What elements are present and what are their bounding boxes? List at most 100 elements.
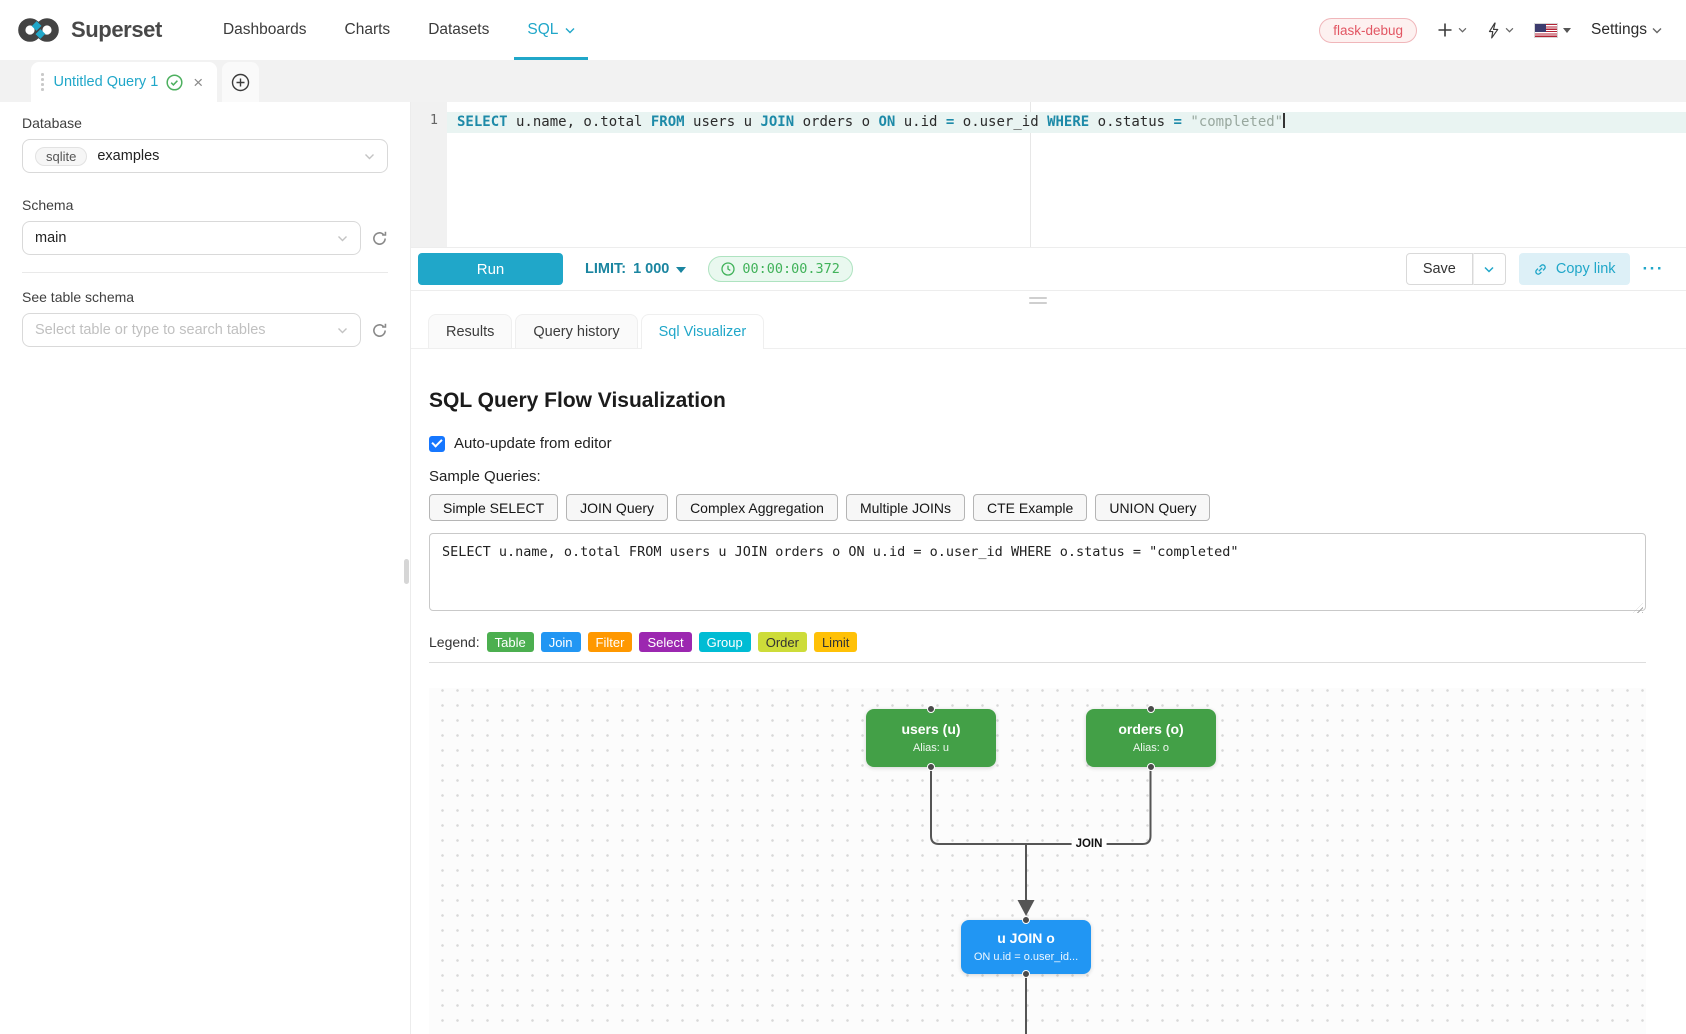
schema-label: Schema <box>22 197 74 213</box>
navbar-right: flask-debug Settings <box>1319 17 1686 43</box>
sqllab-sidebar: Database sqlite examples Schema main See… <box>0 102 411 1034</box>
table-select-placeholder: Select table or type to search tables <box>35 322 266 338</box>
superset-logo[interactable]: Superset <box>16 15 162 45</box>
nav-charts[interactable]: Charts <box>344 21 391 38</box>
close-icon[interactable]: × <box>193 72 204 92</box>
caret-down-icon <box>676 267 687 273</box>
editor-print-margin <box>1030 102 1031 247</box>
settings-menu[interactable]: Settings <box>1591 21 1662 39</box>
environment-badge: flask-debug <box>1319 17 1417 43</box>
flow-edges <box>930 767 1152 1034</box>
more-actions-button[interactable]: ··· <box>1642 259 1664 278</box>
brand-name: Superset <box>71 17 162 42</box>
node-handle-bottom[interactable] <box>1022 970 1030 978</box>
clock-icon <box>721 262 736 276</box>
editor-gutter: 1 <box>411 102 447 247</box>
legend-chip-select: Select <box>639 632 692 652</box>
query-tabstrip: Untitled Query 1 × <box>0 60 1686 102</box>
table-select[interactable]: Select table or type to search tables <box>22 313 361 347</box>
node-subtitle: Alias: o <box>1132 742 1170 754</box>
chevron-down-icon <box>337 235 348 242</box>
tab-sql-visualizer[interactable]: Sql Visualizer <box>640 314 765 349</box>
section-divider <box>429 662 1646 663</box>
sidebar-resize-handle[interactable] <box>404 559 409 584</box>
drag-handle-icon[interactable] <box>41 73 44 91</box>
results-pane: Results Query history Sql Visualizer SQL… <box>411 290 1686 1034</box>
query-search-menu[interactable] <box>1487 21 1514 39</box>
nav-dashboards[interactable]: Dashboards <box>222 21 307 38</box>
node-title: u JOIN o <box>997 930 1055 946</box>
sample-cte-example-button[interactable]: CTE Example <box>972 494 1088 521</box>
language-picker[interactable] <box>1533 22 1571 38</box>
legend-row: Legend: Table Join Filter Select Group O… <box>429 632 1686 652</box>
node-handle-bottom[interactable] <box>927 763 935 771</box>
run-button[interactable]: Run <box>418 253 563 285</box>
auto-update-label: Auto-update from editor <box>454 435 612 452</box>
legend-chip-table: Table <box>486 632 534 652</box>
copy-link-label: Copy link <box>1555 261 1616 277</box>
chevron-down-icon <box>364 153 375 160</box>
sample-queries-label: Sample Queries: <box>429 468 541 485</box>
sql-code-line[interactable]: SELECT u.name, o.total FROM users u JOIN… <box>457 113 1285 130</box>
nav-datasets[interactable]: Datasets <box>428 21 490 38</box>
copy-link-button[interactable]: Copy link <box>1518 253 1630 285</box>
editor-active-line-highlight <box>447 112 1686 133</box>
legend-chip-join: Join <box>540 632 581 652</box>
us-flag-icon <box>1533 22 1558 38</box>
chevron-down-icon <box>1484 266 1494 273</box>
sql-visualizer-panel: SQL Query Flow Visualization Auto-update… <box>411 389 1686 1034</box>
legend-chip-limit: Limit <box>813 632 858 652</box>
sample-join-query-button[interactable]: JOIN Query <box>566 494 669 521</box>
text-cursor <box>1283 113 1285 128</box>
table-schema-label: See table schema <box>22 289 135 305</box>
sidebar-divider <box>22 272 388 273</box>
refresh-tables-icon[interactable] <box>371 322 388 339</box>
nav-sql[interactable]: SQL <box>508 0 594 60</box>
top-navbar: Superset Dashboards Charts Datasets SQL … <box>0 0 1686 60</box>
query-text-input[interactable]: SELECT u.name, o.total FROM users u JOIN… <box>429 533 1646 611</box>
main-nav: Dashboards Charts Datasets SQL <box>204 0 594 60</box>
flow-node-users[interactable]: users (u) Alias: u <box>866 705 996 771</box>
chevron-down-icon <box>565 27 575 34</box>
flow-node-join[interactable]: u JOIN o ON u.id = o.user_id... <box>961 916 1091 978</box>
auto-update-checkbox[interactable] <box>429 435 445 452</box>
node-handle-top[interactable] <box>1022 916 1030 924</box>
node-handle-top[interactable] <box>927 705 935 713</box>
limit-dropdown[interactable]: LIMIT: 1 000 <box>585 261 687 277</box>
tab-query-history[interactable]: Query history <box>515 314 638 348</box>
sample-query-buttons: Simple SELECT JOIN Query Complex Aggrega… <box>429 494 1686 521</box>
flow-node-orders[interactable]: orders (o) Alias: o <box>1086 705 1216 771</box>
save-dropdown-button[interactable] <box>1472 253 1506 285</box>
schema-select[interactable]: main <box>22 221 361 255</box>
visualizer-title: SQL Query Flow Visualization <box>429 389 726 412</box>
chevron-down-icon <box>1458 27 1467 33</box>
flow-canvas[interactable]: users (u) Alias: u orders (o) Alias: o u… <box>429 688 1646 1034</box>
sample-complex-aggregation-button[interactable]: Complex Aggregation <box>676 494 838 521</box>
refresh-schemas-icon[interactable] <box>371 230 388 247</box>
limit-value: 1 000 <box>633 261 670 277</box>
node-subtitle: Alias: u <box>912 742 950 754</box>
sample-union-query-button[interactable]: UNION Query <box>1095 494 1211 521</box>
node-handle-bottom[interactable] <box>1147 763 1155 771</box>
chevron-down-icon <box>1652 27 1662 34</box>
line-number: 1 <box>429 112 438 128</box>
schema-value: main <box>35 230 67 246</box>
node-handle-top[interactable] <box>1147 705 1155 713</box>
new-item-menu[interactable] <box>1437 22 1467 38</box>
sql-editor[interactable]: 1 SELECT u.name, o.total FROM users u JO… <box>411 102 1686 247</box>
result-tabs: Results Query history Sql Visualizer <box>411 314 1686 349</box>
tab-results[interactable]: Results <box>428 314 513 348</box>
caret-down-icon <box>1562 27 1571 33</box>
save-button[interactable]: Save <box>1405 253 1473 285</box>
query-tab-active[interactable]: Untitled Query 1 × <box>31 62 218 102</box>
node-subtitle: ON u.id = o.user_id... <box>973 951 1079 963</box>
new-query-tab-button[interactable] <box>222 62 260 102</box>
pane-resize-grip[interactable] <box>1029 297 1047 304</box>
database-select[interactable]: sqlite examples <box>22 139 388 173</box>
plus-icon <box>1438 23 1452 37</box>
legend-chip-filter: Filter <box>587 632 633 652</box>
sample-multiple-joins-button[interactable]: Multiple JOINs <box>845 494 965 521</box>
sample-simple-select-button[interactable]: Simple SELECT <box>429 494 559 521</box>
settings-label: Settings <box>1590 21 1647 38</box>
edge-label-join: JOIN <box>1071 838 1107 850</box>
